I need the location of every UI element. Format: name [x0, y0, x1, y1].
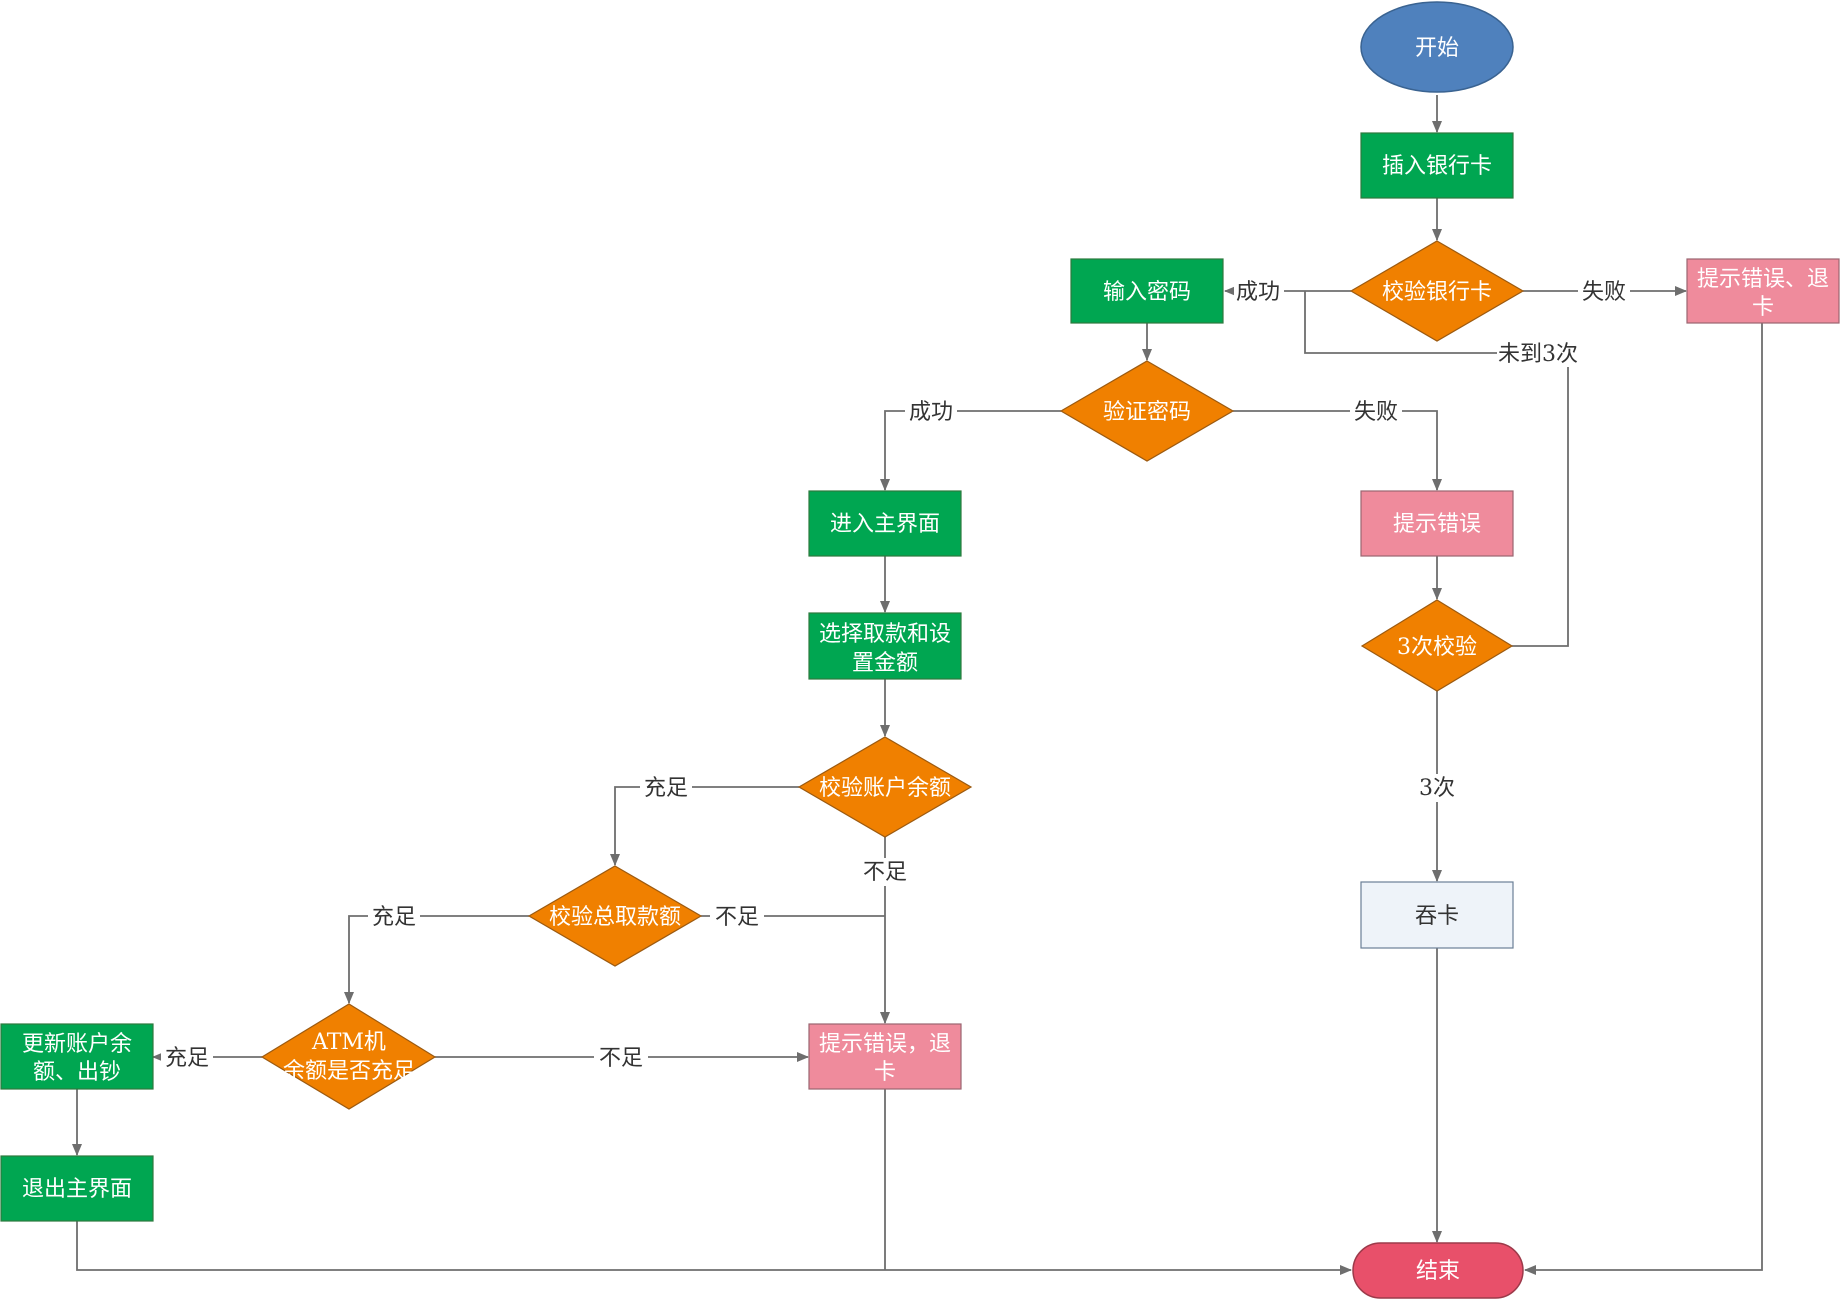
label-retry: 未到3次 — [1498, 342, 1578, 367]
label-pwd-success: 成功 — [909, 400, 953, 425]
update-balance-node[interactable]: 更新账户余 额、出钞 — [0, 1023, 154, 1090]
start-label: 开始 — [1415, 36, 1459, 61]
enter-password-label: 输入密码 — [1103, 280, 1191, 305]
verify-card-label: 校验银行卡 — [1382, 280, 1492, 305]
edge-carderror-end — [1524, 323, 1763, 1275]
three-checks-decision[interactable]: 3次校验 — [1360, 599, 1514, 692]
atm-balance-label-line1: ATM机 — [311, 1030, 386, 1055]
verify-card-decision[interactable]: 校验银行卡 — [1349, 240, 1525, 342]
label-atm-short: 不足 — [599, 1046, 643, 1071]
edge-total-enough — [344, 915, 529, 1004]
end-label: 结束 — [1416, 1259, 1460, 1284]
label-card-success: 成功 — [1236, 280, 1280, 305]
withdraw-error-label-line1: 提示错误，退 — [819, 1032, 951, 1057]
card-error-label-line1: 提示错误、退 — [1697, 267, 1829, 292]
label-account-enough: 充足 — [644, 776, 688, 801]
verify-password-decision[interactable]: 验证密码 — [1059, 360, 1235, 462]
label-pwd-fail: 失败 — [1354, 400, 1398, 425]
select-withdraw-node[interactable]: 选择取款和设 置金额 — [808, 612, 962, 680]
label-total-enough: 充足 — [372, 905, 416, 930]
card-error-label-line2: 卡 — [1752, 295, 1774, 320]
label-three-times: 3次 — [1419, 776, 1455, 801]
select-withdraw-label-line1: 选择取款和设 — [819, 622, 951, 647]
label-card-fail: 失败 — [1582, 280, 1626, 305]
connectors — [72, 95, 1763, 1275]
check-total-withdraw-label: 校验总取款额 — [549, 905, 681, 930]
main-menu-label: 进入主界面 — [830, 512, 940, 537]
withdraw-error-node[interactable]: 提示错误，退 卡 — [808, 1023, 962, 1090]
show-error-label: 提示错误 — [1393, 512, 1481, 537]
end-node[interactable]: 结束 — [1352, 1242, 1524, 1299]
swallow-card-node[interactable]: 吞卡 — [1360, 881, 1514, 949]
label-atm-enough: 充足 — [165, 1046, 209, 1071]
withdraw-error-label-line2: 卡 — [874, 1060, 896, 1085]
three-checks-label: 3次校验 — [1397, 635, 1477, 660]
check-account-balance-decision[interactable]: 校验账户余额 — [797, 736, 973, 838]
main-menu-node[interactable]: 进入主界面 — [808, 490, 962, 557]
edge-account-enough — [610, 786, 799, 866]
check-total-withdraw-decision[interactable]: 校验总取款额 — [527, 865, 703, 967]
exit-menu-node[interactable]: 退出主界面 — [0, 1155, 154, 1222]
atm-balance-label-line2: 余额是否充足 — [283, 1059, 415, 1084]
insert-card-label: 插入银行卡 — [1382, 154, 1492, 179]
exit-menu-label: 退出主界面 — [22, 1177, 132, 1202]
start-node[interactable]: 开始 — [1360, 1, 1514, 93]
edge-pwd-fail — [1233, 410, 1442, 491]
atm-balance-decision[interactable]: ATM机 余额是否充足 — [260, 1003, 437, 1110]
show-error-node[interactable]: 提示错误 — [1360, 490, 1514, 557]
verify-password-label: 验证密码 — [1103, 400, 1191, 425]
update-balance-label-line1: 更新账户余 — [22, 1032, 132, 1057]
update-balance-label-line2: 额、出钞 — [33, 1060, 121, 1085]
card-error-node[interactable]: 提示错误、退 卡 — [1686, 258, 1840, 324]
insert-card-node[interactable]: 插入银行卡 — [1360, 132, 1514, 199]
check-account-balance-label: 校验账户余额 — [819, 776, 951, 801]
edge-exit-end — [76, 1221, 1352, 1275]
edge-labels: 成功 失败 未到3次 成功 失败 3次 充足 不足 充足 不足 充足 不足 — [161, 278, 1630, 1072]
enter-password-node[interactable]: 输入密码 — [1070, 258, 1224, 324]
select-withdraw-label-line2: 置金额 — [852, 651, 918, 676]
label-total-short: 不足 — [715, 905, 759, 930]
swallow-card-label: 吞卡 — [1415, 904, 1459, 929]
edge-pwd-success — [880, 410, 1061, 491]
label-account-short: 不足 — [863, 860, 907, 885]
